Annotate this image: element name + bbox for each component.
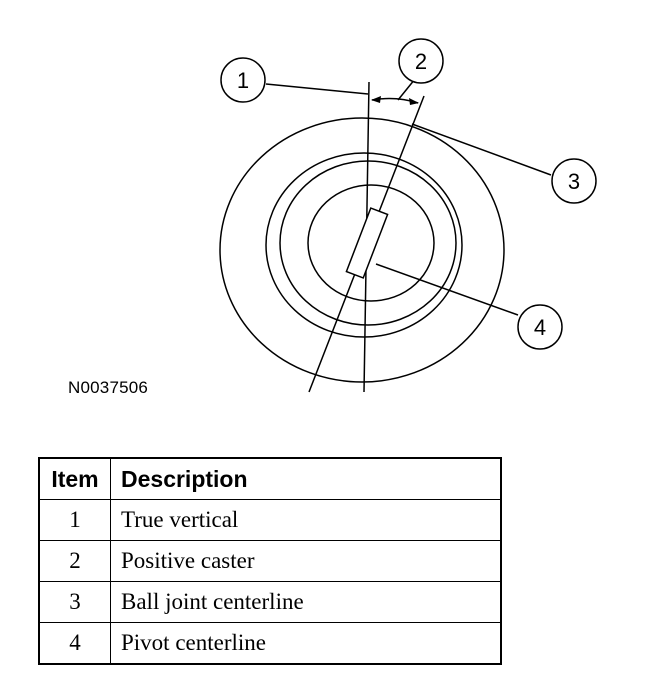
callout-circle-3: [551, 158, 597, 204]
callout-circle-4: [517, 304, 563, 350]
leader-line-2: [397, 78, 416, 101]
caster-angle-diagram: 1 2 3 4: [219, 38, 597, 393]
legend-header-row: Item Description: [38, 457, 502, 500]
legend-header-item: Item: [38, 457, 111, 500]
table-row: 3 Ball joint centerline: [38, 581, 502, 623]
wheel-outer-ring: [265, 152, 463, 338]
legend-item-number: 4: [38, 622, 111, 665]
legend-item-number: 3: [38, 581, 111, 623]
table-row: 4 Pivot centerline: [38, 622, 502, 665]
pivot-block: [345, 207, 389, 279]
legend-item-description: True vertical: [110, 499, 502, 541]
leader-line-1: [265, 83, 369, 95]
legend-table: Item Description 1 True vertical 2 Posit…: [38, 457, 502, 665]
arc-arrowhead-left: [371, 96, 381, 103]
legend-header-description: Description: [110, 457, 502, 500]
tire-outline: [219, 117, 505, 383]
callout-circle-1: [220, 57, 266, 103]
callout-label-2: 2: [415, 49, 427, 74]
figure-code: N0037506: [68, 378, 149, 397]
table-row: 2 Positive caster: [38, 540, 502, 582]
legend-item-number: 2: [38, 540, 111, 582]
legend-item-description: Ball joint centerline: [110, 581, 502, 623]
callout-label-4: 4: [534, 315, 546, 340]
legend-item-number: 1: [38, 499, 111, 541]
callout-circle-2: [398, 38, 444, 84]
leader-line-3: [411, 123, 552, 176]
callout-label-1: 1: [237, 68, 249, 93]
leader-line-4: [375, 263, 519, 316]
arc-arrowhead-right: [409, 98, 419, 105]
legend-item-description: Positive caster: [110, 540, 502, 582]
legend-item-description: Pivot centerline: [110, 622, 502, 665]
hub-ring: [307, 184, 435, 302]
table-row: 1 True vertical: [38, 499, 502, 541]
callout-label-3: 3: [568, 169, 580, 194]
